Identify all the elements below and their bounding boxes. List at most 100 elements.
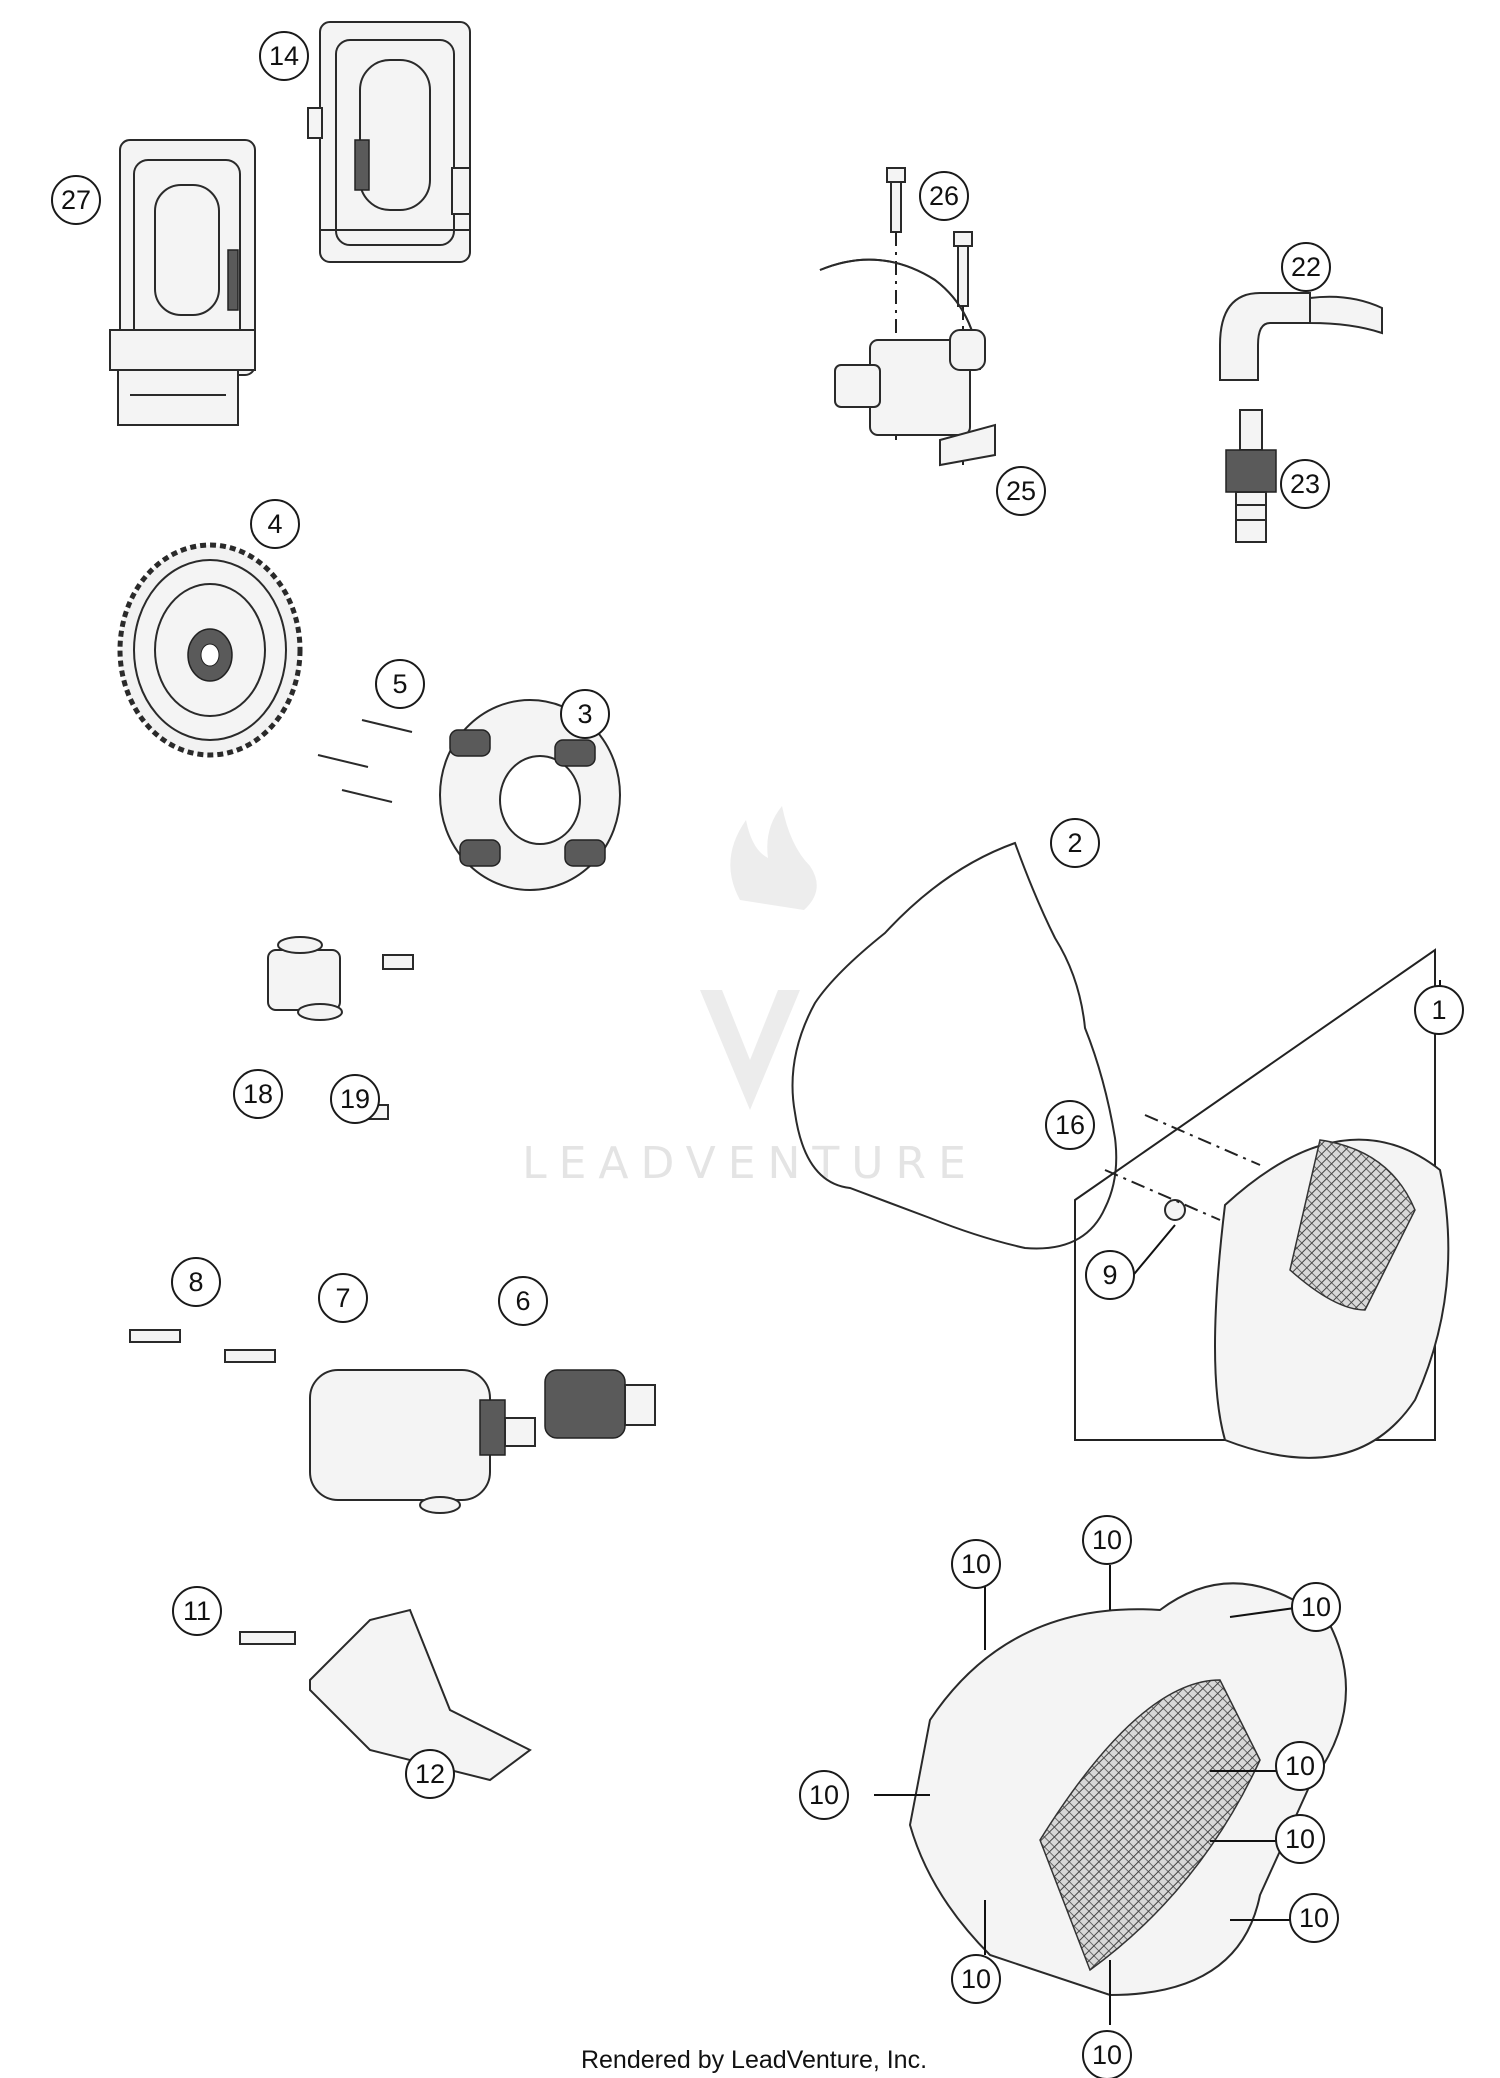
callout-8: 8 [171,1257,221,1307]
callout-label: 23 [1290,469,1320,499]
callout-10-2: 10 [1082,1515,1132,1565]
starter-guard [309,1608,532,1782]
callout-label: 10 [961,1964,991,1994]
callout-label: 12 [415,1759,445,1789]
callout-label: 10 [1299,1903,1329,1933]
callout-circle [951,1954,1001,2004]
callout-circle [560,689,610,739]
callout-10-8: 10 [951,1954,1001,2004]
ecu-unit-upper [307,21,471,263]
position-sensor [267,936,343,1021]
ecu-unit-lower [109,139,256,426]
starter-motor [309,1369,536,1514]
callout-circle [1045,1100,1095,1150]
callout-10-6: 10 [1289,1893,1339,1943]
callout-circle [250,499,300,549]
callout-circle [233,1069,283,1119]
callout-26: 26 [919,171,969,221]
callout-circle [318,1273,368,1323]
stator-bolts [317,719,413,803]
callout-circle [1082,1515,1132,1565]
callout-label: 11 [183,1596,211,1626]
callout-10-4: 10 [1275,1741,1325,1791]
callout-circle [799,1770,849,1820]
callout-label: 19 [340,1084,370,1114]
callout-label: 5 [392,669,407,699]
callout-label: 14 [269,41,299,71]
callout-circle [1275,1814,1325,1864]
callout-3: 3 [560,689,610,739]
callout-label: 10 [1285,1824,1315,1854]
ignition-coil [819,258,996,467]
callout-10-3: 10 [1291,1582,1341,1632]
callout-25: 25 [996,466,1046,516]
callout-22: 22 [1281,242,1331,292]
callout-circle [498,1276,548,1326]
callout-label: 18 [243,1079,273,1109]
callout-6: 6 [498,1276,548,1326]
callout-circle [1291,1582,1341,1632]
callout-1: 1 [1414,985,1464,1035]
callout-10-7: 10 [799,1770,849,1820]
callout-label: 16 [1055,1110,1085,1140]
callout-label: 10 [809,1780,839,1810]
callout-label: 10 [1301,1592,1331,1622]
callout-27: 27 [51,175,101,225]
watermark-text: LEADVENTURE [522,1138,978,1189]
callout-2: 2 [1050,818,1100,868]
callout-23: 23 [1280,459,1330,509]
callout-circle [171,1257,221,1307]
callout-label: 10 [1092,2040,1122,2070]
spark-plug-cap [1219,292,1383,381]
callout-circle [1280,459,1330,509]
callout-5: 5 [375,659,425,709]
callout-circle [951,1539,1001,1589]
callout-circle [1085,1250,1135,1300]
footer-credit: Rendered by LeadVenture, Inc. [581,2046,927,2074]
callout-label: 10 [1092,1525,1122,1555]
callout-10-9: 10 [1082,2030,1132,2078]
callout-circle [405,1749,455,1799]
callout-circle [172,1586,222,1636]
callout-circle [1289,1893,1339,1943]
callout-4: 4 [250,499,300,549]
callout-16: 16 [1045,1100,1095,1150]
starter-gear [544,1369,656,1439]
callout-label: 10 [1285,1751,1315,1781]
callout-layer: 14 27 26 22 25 23 4 5 3 2 18 19 1 16 9 8 7 6 10 10 10 10 10 10 1… [51,31,1464,2078]
callout-label: 8 [188,1267,203,1297]
callout-label: 27 [61,185,91,215]
callout-label: 22 [1291,252,1321,282]
callout-label: 6 [515,1286,530,1316]
starter-bolts [129,1329,276,1363]
callout-label: 9 [1102,1260,1117,1290]
callout-18: 18 [233,1069,283,1119]
callout-10-1: 10 [951,1539,1001,1589]
callout-19: 19 [330,1074,380,1124]
callout-circle [1082,2030,1132,2078]
callout-circle [330,1074,380,1124]
callout-circle [1050,818,1100,868]
callout-circle [375,659,425,709]
callout-label: 10 [961,1549,991,1579]
guard-bolt [239,1631,296,1645]
callout-10-5: 10 [1275,1814,1325,1864]
callout-circle [919,171,969,221]
assembled-ignition-cover [908,1582,1347,1997]
callout-7: 7 [318,1273,368,1323]
callout-circle [1275,1741,1325,1791]
callout-circle [996,466,1046,516]
callout-9: 9 [1085,1250,1135,1300]
callout-label: 3 [577,699,592,729]
spark-plug [1225,409,1277,543]
leadventure-watermark: LEADVENTURE [522,806,978,1189]
callout-circle [1414,985,1464,1035]
ignition-cover-kit [1074,948,1450,1459]
callout-label: 4 [267,509,282,539]
callout-12: 12 [405,1749,455,1799]
callout-label: 7 [335,1283,350,1313]
callout-label: 25 [1006,476,1036,506]
callout-label: 2 [1067,828,1082,858]
callout-11: 11 [172,1586,222,1636]
